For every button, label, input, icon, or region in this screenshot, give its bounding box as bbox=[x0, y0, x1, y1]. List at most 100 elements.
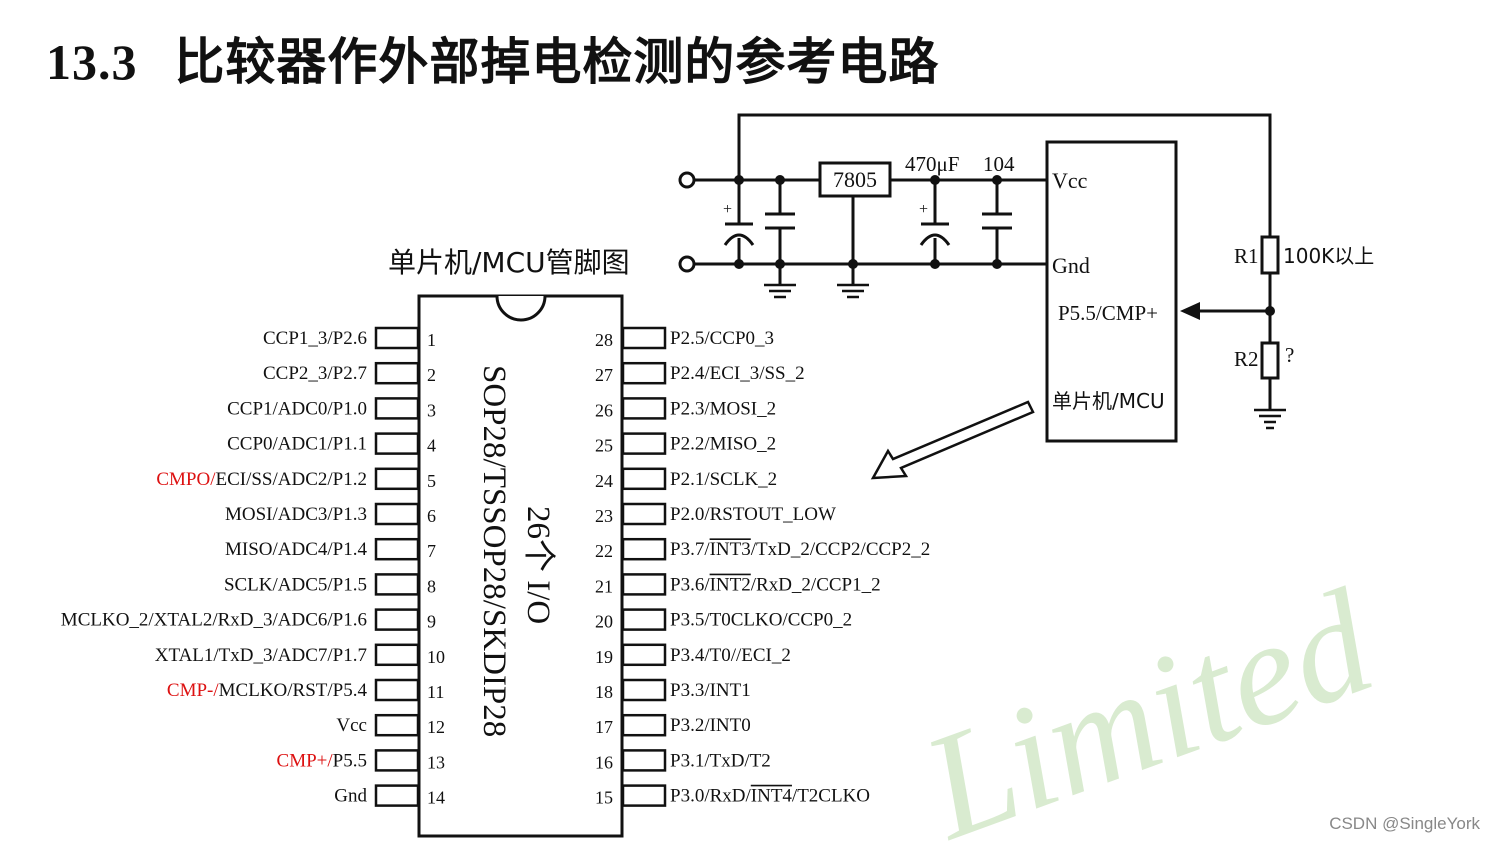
left-pin-text: ECI/SS/ADC2/P1.2 bbox=[215, 469, 367, 490]
right-pin-number: 20 bbox=[595, 612, 613, 632]
left-pin-number: 13 bbox=[427, 752, 445, 772]
right-pin-number: 19 bbox=[595, 647, 613, 667]
right-pin-label: P3.2/INT0 bbox=[670, 715, 751, 736]
left-pin-5 bbox=[374, 467, 420, 491]
chip-io-label: 26个 I/O bbox=[520, 506, 556, 624]
watermark-text: Limited bbox=[903, 558, 1393, 842]
right-pin-25 bbox=[621, 432, 667, 455]
right-pin-28 bbox=[621, 326, 667, 350]
title-text: 比较器作外部掉电检测的参考电路 bbox=[174, 32, 940, 91]
polarity-marks: + + bbox=[723, 201, 928, 218]
right-pin-label: P2.3/MOSI_2 bbox=[670, 398, 776, 419]
capacitors bbox=[723, 212, 1012, 246]
right-pin-23 bbox=[621, 502, 667, 526]
right-pin-27 bbox=[621, 361, 667, 385]
right-pin-17 bbox=[621, 713, 667, 737]
left-pin-text: P5.5 bbox=[333, 750, 367, 771]
left-pin-1 bbox=[374, 326, 420, 350]
left-pin-text: Vcc bbox=[336, 715, 367, 736]
left-pin-prefix: CMP-/ bbox=[167, 680, 219, 701]
left-pin-9 bbox=[374, 608, 420, 631]
left-pin-label: CCP1_3/P2.6 bbox=[263, 328, 367, 349]
junctions bbox=[734, 175, 1275, 316]
r2-name: R2 bbox=[1234, 347, 1259, 371]
left-pin-text: MOSI/ADC3/P1.3 bbox=[225, 504, 367, 525]
mcu-box bbox=[1045, 140, 1178, 443]
left-pin-number: 7 bbox=[427, 541, 436, 561]
mcu-cmp-label: P5.5/CMP+ bbox=[1058, 301, 1158, 325]
left-pin-label: SCLK/ADC5/P1.5 bbox=[224, 574, 367, 595]
left-pin-group: 1CCP1_3/P2.62CCP2_3/P2.73CCP1/ADC0/P1.04… bbox=[61, 326, 445, 808]
right-pin-label: P3.6/INT2/RxD_2/CCP1_2 bbox=[670, 574, 881, 595]
right-pin-label: P2.5/CCP0_3 bbox=[670, 328, 774, 349]
left-pin-11 bbox=[374, 678, 420, 702]
right-pin-label: P3.4/T0//ECI_2 bbox=[670, 645, 791, 666]
left-pin-number: 5 bbox=[427, 471, 436, 491]
cmp-arrow bbox=[1180, 302, 1200, 320]
right-pin-18 bbox=[621, 678, 667, 702]
right-pin-20 bbox=[621, 608, 667, 631]
right-pin-number: 17 bbox=[595, 717, 613, 737]
left-pin-label: Vcc bbox=[336, 715, 367, 736]
left-pin-3 bbox=[374, 397, 420, 420]
left-pin-number: 12 bbox=[427, 717, 445, 737]
left-pin-text: MISO/ADC4/P1.4 bbox=[225, 539, 367, 560]
right-pin-label: P2.1/SCLK_2 bbox=[670, 469, 777, 490]
left-pin-number: 1 bbox=[427, 330, 436, 350]
left-pin-label: CMP-/MCLKO/RST/P5.4 bbox=[167, 680, 368, 701]
right-pin-label: P2.4/ECI_3/SS_2 bbox=[670, 363, 805, 384]
right-pin-number: 18 bbox=[595, 682, 613, 702]
left-pin-label: Gnd bbox=[334, 786, 367, 807]
left-pin-text: MCLKO/RST/P5.4 bbox=[219, 680, 368, 701]
right-pin-number: 23 bbox=[595, 506, 613, 526]
left-pin-number: 4 bbox=[427, 436, 436, 456]
right-pin-number: 24 bbox=[595, 471, 613, 491]
left-pin-label: XTAL1/TxD_3/ADC7/P1.7 bbox=[155, 645, 367, 666]
left-pin-text: MCLKO_2/XTAL2/RxD_3/ADC6/P1.6 bbox=[61, 610, 367, 631]
left-pin-number: 2 bbox=[427, 365, 436, 385]
left-pin-label: MOSI/ADC3/P1.3 bbox=[225, 504, 367, 525]
regulator-label: 7805 bbox=[833, 167, 877, 192]
chip-heading: 单片机/MCU管脚图 bbox=[388, 246, 630, 279]
chip-notch bbox=[495, 295, 547, 322]
left-pin-14 bbox=[374, 784, 420, 807]
right-pin-label: P3.0/RxD/INT4/T2CLKO bbox=[670, 786, 870, 807]
csdn-credit: CSDN @SingleYork bbox=[1329, 814, 1480, 833]
left-pin-number: 6 bbox=[427, 506, 436, 526]
right-pin-number: 16 bbox=[595, 752, 613, 772]
left-pin-4 bbox=[374, 432, 420, 455]
r2-value: ? bbox=[1285, 343, 1294, 367]
left-pin-8 bbox=[374, 573, 420, 596]
cap1-label: 470μF bbox=[905, 152, 959, 176]
overbars bbox=[709, 538, 792, 787]
left-pin-number: 8 bbox=[427, 576, 436, 596]
left-pin-text: XTAL1/TxD_3/ADC7/P1.7 bbox=[155, 645, 367, 666]
right-pin-26 bbox=[621, 397, 667, 420]
left-pin-6 bbox=[374, 502, 420, 526]
left-pin-label: MCLKO_2/XTAL2/RxD_3/ADC6/P1.6 bbox=[61, 610, 367, 631]
right-pin-22 bbox=[621, 537, 667, 561]
left-pin-12 bbox=[374, 713, 420, 737]
left-pin-label: CCP2_3/P2.7 bbox=[263, 363, 367, 384]
svg-text:+: + bbox=[723, 201, 732, 218]
left-pin-label: MISO/ADC4/P1.4 bbox=[225, 539, 367, 560]
r1-resistor bbox=[1260, 235, 1280, 275]
input-terminals bbox=[678, 171, 696, 273]
slide-title: 13.3 比较器作外部掉电检测的参考电路 bbox=[46, 22, 939, 94]
wires bbox=[695, 113, 1272, 410]
right-pin-number: 25 bbox=[595, 436, 613, 456]
right-pin-16 bbox=[621, 749, 667, 772]
left-pin-number: 14 bbox=[427, 788, 445, 808]
left-pin-text: CCP1/ADC0/P1.0 bbox=[227, 398, 367, 419]
regulator-box bbox=[818, 161, 892, 198]
right-pin-24 bbox=[621, 467, 667, 491]
left-pin-10 bbox=[374, 643, 420, 667]
right-pin-label: P3.3/INT1 bbox=[670, 680, 751, 701]
left-pin-text: CCP0/ADC1/P1.1 bbox=[227, 434, 367, 455]
left-pin-prefix: CMP+/ bbox=[277, 750, 334, 771]
right-pin-number: 28 bbox=[595, 330, 613, 350]
right-pin-21 bbox=[621, 573, 667, 596]
ground-symbols bbox=[764, 283, 1286, 430]
left-pin-7 bbox=[374, 537, 420, 561]
